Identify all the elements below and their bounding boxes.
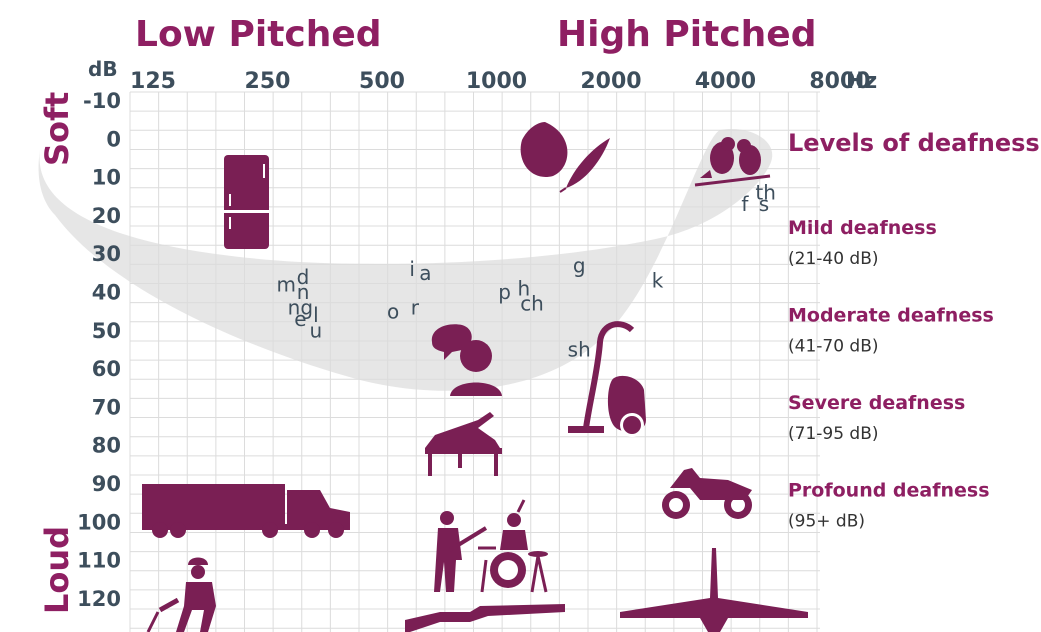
deafness-level-name: Profound deafness xyxy=(788,480,990,502)
speech-sound-label: p xyxy=(498,280,511,304)
speech-sound-label: s xyxy=(759,192,769,216)
y-tick-label: 100 xyxy=(77,510,121,534)
speech-sound-label: r xyxy=(411,295,420,319)
high-pitched-title: High Pitched xyxy=(557,14,817,55)
speech-sound-label: ng xyxy=(288,295,313,319)
speech-sound-label: a xyxy=(419,261,431,285)
speech-sound-label: ch xyxy=(520,292,544,316)
speech-sound-label: u xyxy=(310,318,323,342)
speech-sound-label: m xyxy=(276,273,295,297)
x-tick-label: 500 xyxy=(359,69,405,94)
deafness-level-name: Mild deafness xyxy=(788,217,937,239)
loud-label: Loud xyxy=(38,526,76,614)
y-tick-label: 80 xyxy=(92,434,121,458)
deafness-level-name: Severe deafness xyxy=(788,392,965,414)
low-pitched-title: Low Pitched xyxy=(135,14,382,55)
vacuum-cleaner-icon xyxy=(568,321,646,437)
x-tick-label: 4000 xyxy=(695,69,756,94)
speech-sound-label: d xyxy=(297,265,310,289)
y-tick-label: 90 xyxy=(92,472,121,496)
truck-icon xyxy=(142,484,350,538)
speech-sound-label: n xyxy=(297,280,310,304)
speech-sound-label: i xyxy=(409,257,415,281)
speech-sound-label: h xyxy=(517,276,530,300)
worker-drill-icon xyxy=(146,557,216,632)
band-icon xyxy=(434,499,548,593)
deafness-level-range: (41-70 dB) xyxy=(788,337,879,357)
y-tick-label: 110 xyxy=(77,549,121,573)
speech-sound-label: o xyxy=(387,299,399,323)
speech-sound-label: k xyxy=(652,269,664,293)
airplane-icon xyxy=(620,548,808,632)
y-tick-label: -10 xyxy=(83,89,121,113)
shotgun-icon xyxy=(405,604,565,632)
soft-label: Soft xyxy=(38,92,76,166)
speaking-person-icon xyxy=(431,324,502,396)
y-tick-label: 30 xyxy=(92,242,121,266)
birds-icon xyxy=(694,137,771,187)
y-tick-label: 50 xyxy=(92,319,121,343)
db-unit-label: dB xyxy=(88,57,118,81)
x-tick-labels: 125 250 500 1000 2000 4000 8000 xyxy=(130,69,871,94)
speech-sound-label: l xyxy=(313,303,319,327)
piano-icon xyxy=(425,412,502,476)
x-tick-label: 250 xyxy=(245,69,291,94)
speech-sound-label: th xyxy=(755,181,776,205)
x-tick-label: 1000 xyxy=(466,69,527,94)
deafness-level-name: Moderate deafness xyxy=(788,305,994,327)
y-tick-label: 40 xyxy=(92,281,121,305)
y-tick-label: 60 xyxy=(92,357,121,381)
y-tick-label: 20 xyxy=(92,204,121,228)
levels-title: Levels of deafness: xyxy=(788,129,1041,157)
y-tick-label: 70 xyxy=(92,395,121,419)
x-tick-label: 2000 xyxy=(580,69,641,94)
deafness-level-range: (95+ dB) xyxy=(788,512,865,532)
deafness-level-range: (71-95 dB) xyxy=(788,424,879,444)
y-tick-label: 10 xyxy=(92,166,121,190)
speech-sound-label: f xyxy=(741,192,749,216)
hz-unit-label: Hz xyxy=(846,69,877,94)
motorcycle-icon xyxy=(662,468,752,519)
fridge-icon xyxy=(224,155,269,249)
leaves-icon xyxy=(520,122,610,193)
x-tick-label: 125 xyxy=(130,69,176,94)
y-tick-label: 0 xyxy=(106,127,121,151)
speech-sound-label: g xyxy=(573,253,586,277)
speech-sound-label: sh xyxy=(568,338,591,362)
deafness-levels-legend: Mild deafness (21-40 dB) Moderate deafness… xyxy=(788,217,994,532)
speech-sound-label: e xyxy=(294,307,306,331)
deafness-level-range: (21-40 dB) xyxy=(788,249,879,269)
speech-banana xyxy=(38,129,773,391)
y-tick-label: 120 xyxy=(77,587,121,611)
x-tick-label: 8000 xyxy=(809,69,870,94)
y-tick-labels: -10 0 10 20 30 40 50 60 70 80 90 100 110 120 xyxy=(77,89,121,611)
